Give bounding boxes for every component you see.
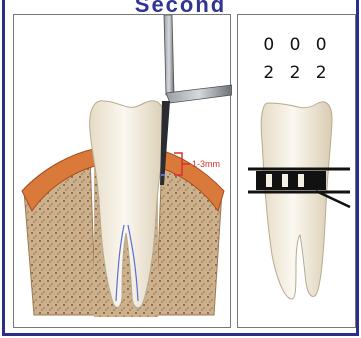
probe-band-gap [266, 174, 272, 187]
probing-illustration: 1-3mm [14, 15, 232, 329]
readings-panel: 0 0 0 2 2 2 [237, 14, 356, 328]
probing-illustration-panel: 1-3mm [13, 14, 231, 328]
probe-arm [166, 85, 232, 103]
chart-tooth [261, 102, 332, 299]
probe-handle [164, 15, 174, 95]
tooth-chart-illustration [238, 15, 357, 329]
pocket-depth-label: 1-3mm [192, 159, 220, 169]
probe-band-gap [282, 174, 288, 187]
probe-band-gap [298, 174, 304, 187]
